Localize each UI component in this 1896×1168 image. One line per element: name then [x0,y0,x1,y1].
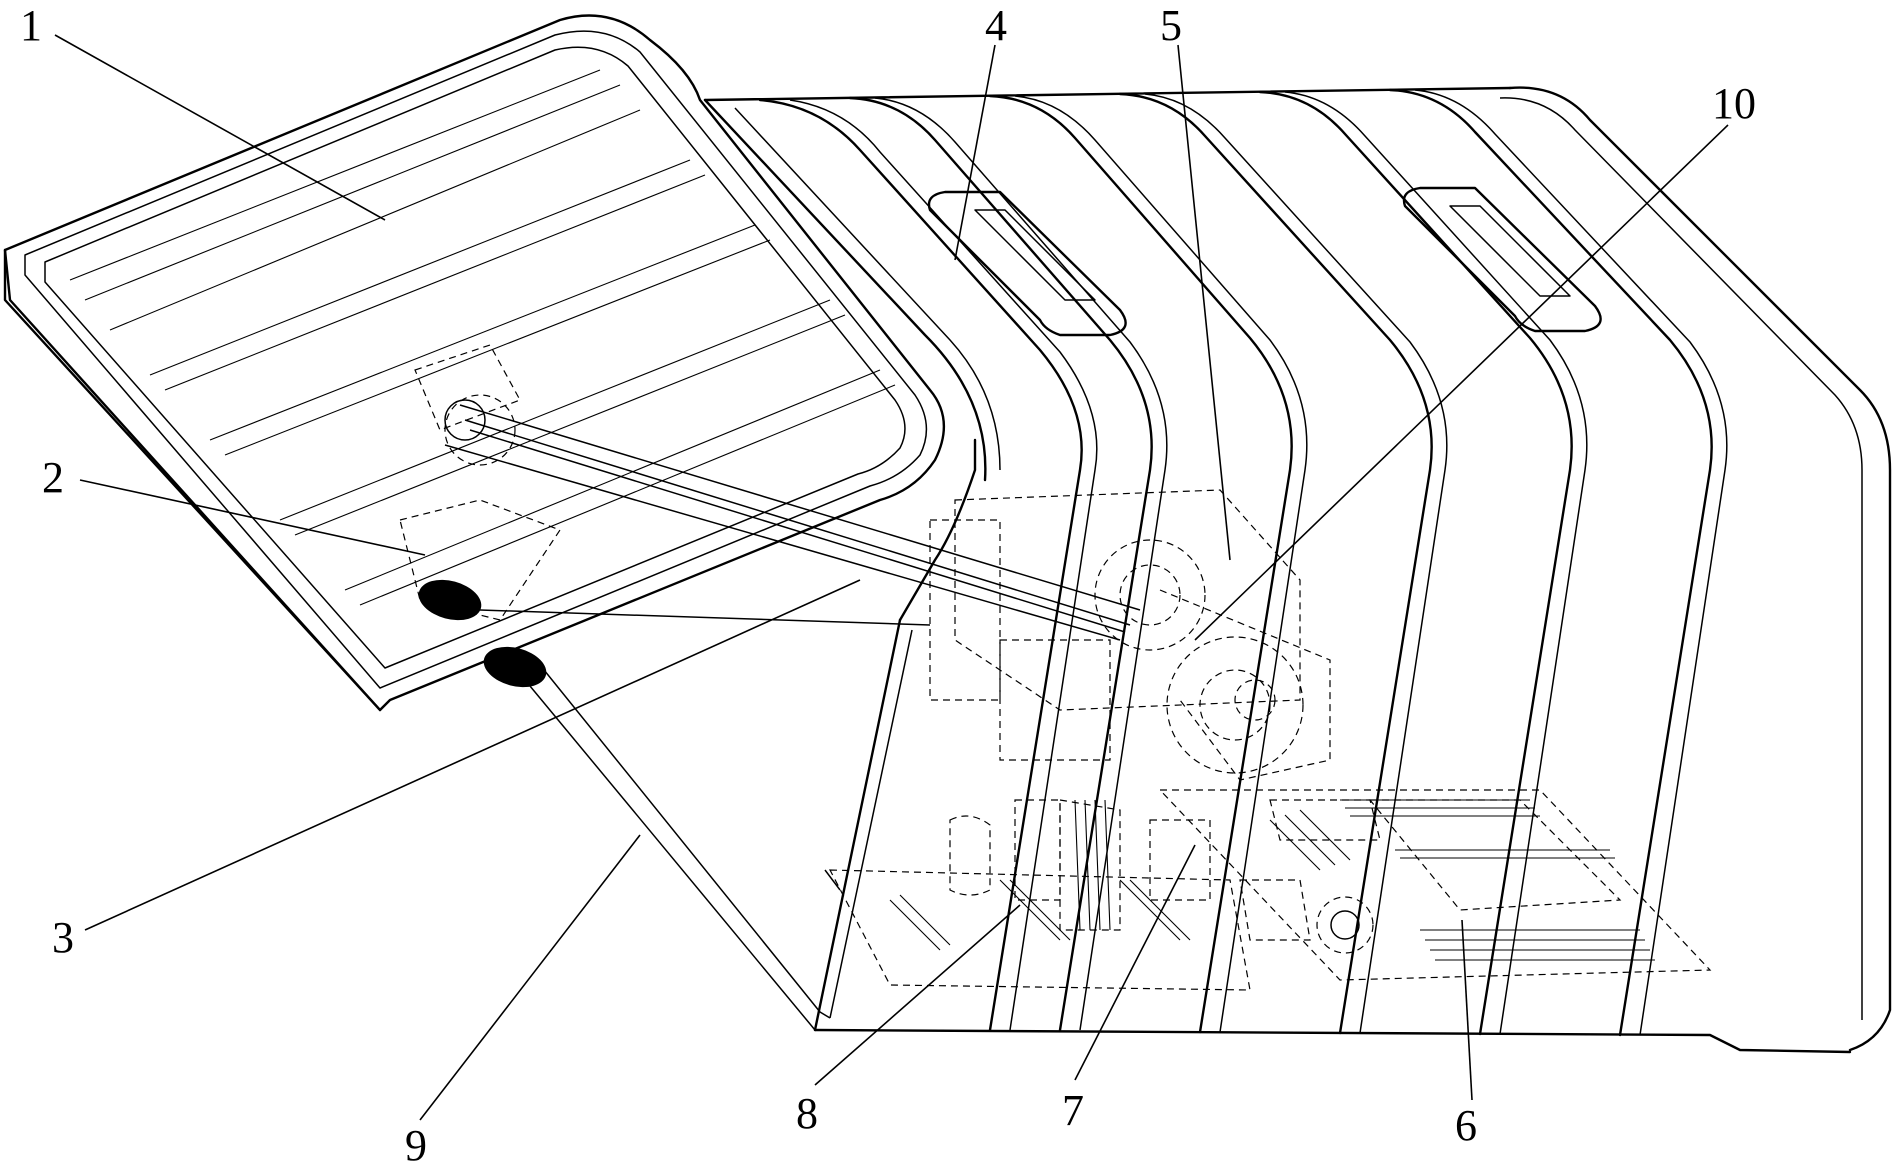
leader-lines [54,34,1729,1121]
leader-1 [54,34,386,221]
label-8: 8 [796,1089,818,1138]
strut-rod [399,344,1141,641]
leader-6 [1461,919,1473,1101]
lid [3,14,946,712]
motor-assembly [929,489,1331,781]
knobs [418,579,931,1031]
label-6: 6 [1455,1101,1477,1150]
label-3: 3 [52,913,74,962]
label-9: 9 [405,1121,427,1168]
handle-left [927,190,1127,337]
labels: 1 2 3 4 5 6 7 8 9 10 [20,1,1756,1168]
handle-right [1402,186,1602,333]
circuit-board-right [824,789,1712,981]
leader-9 [419,834,641,1121]
circuit-board-left [828,799,1251,991]
label-7: 7 [1062,1086,1084,1135]
label-2: 2 [42,453,64,502]
housing-ribs [758,88,1728,1037]
leader-5 [1177,44,1231,561]
housing-body [703,86,1892,1054]
leader-3 [84,579,861,931]
label-4: 4 [985,1,1007,50]
label-5: 5 [1160,1,1182,50]
leader-7 [1074,844,1196,1081]
leader-4 [954,44,996,261]
label-10: 10 [1712,79,1756,128]
leader-2 [79,479,426,556]
leader-8 [814,904,1021,1086]
label-1: 1 [20,1,42,50]
leader-10 [1194,124,1729,641]
